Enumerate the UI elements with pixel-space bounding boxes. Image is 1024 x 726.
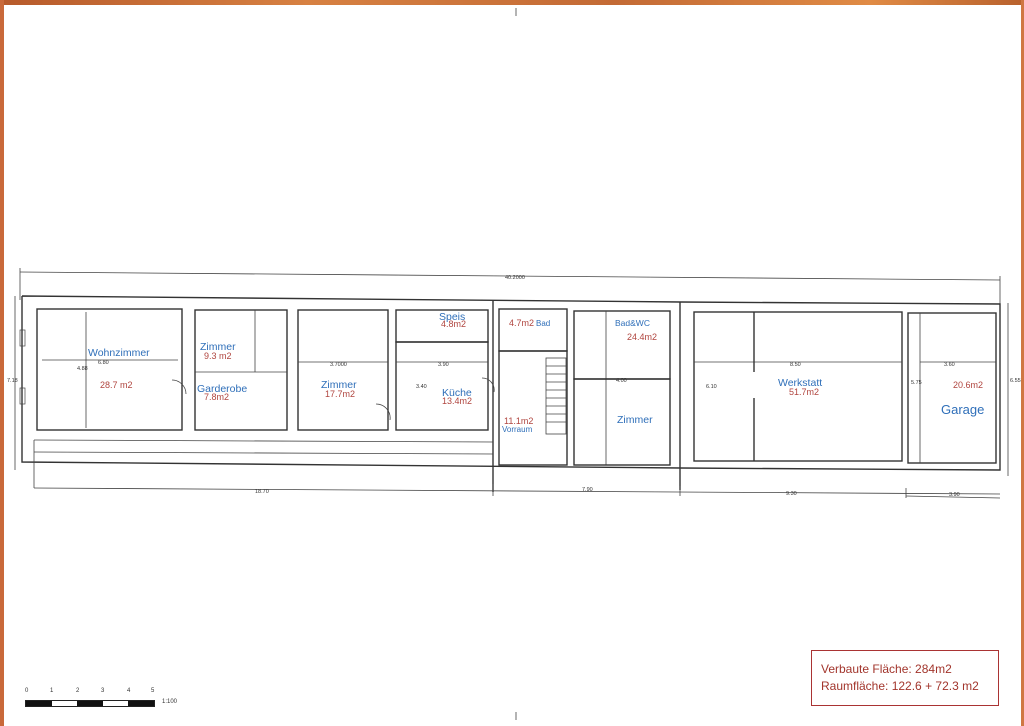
svg-text:4.88: 4.88 — [77, 366, 88, 372]
paper-edge-right — [1021, 0, 1024, 726]
svg-text:3.40: 3.40 — [416, 384, 427, 390]
badwc-name: Bad&WC — [615, 318, 650, 328]
zimmer1-name: Zimmer — [200, 341, 236, 353]
staircase — [545, 357, 567, 435]
kueche-area: 13.4m2 — [442, 396, 472, 406]
room-area-text: Raumfläche: 122.6 + 72.3 m2 — [821, 679, 979, 693]
room-vorraum: 11.1m2 Vorraum — [498, 350, 568, 466]
room-zimmer2: 3.7000 Zimmer 17.7m2 — [297, 309, 391, 431]
svg-text:6.10: 6.10 — [706, 384, 717, 390]
paper-edge-left — [0, 0, 4, 726]
paper-edge-top — [0, 0, 1024, 5]
seg-garage-label: 3.90 — [949, 492, 960, 498]
garage-name: Garage — [941, 402, 984, 417]
room-garderobe: Garderobe 7.8m2 — [171, 379, 247, 402]
built-area-text: Verbaute Fläche: 284m2 — [821, 662, 952, 676]
svg-text:5.75: 5.75 — [911, 380, 922, 386]
room-werkstatt: 8.50 6.10 Werkstatt 51.7m2 — [693, 311, 903, 462]
werkstatt-area: 51.7m2 — [789, 387, 819, 397]
depth-right-label: 6.55 — [1010, 378, 1021, 384]
badwc-area: 24.4m2 — [627, 332, 657, 342]
zimmer2-area: 17.7m2 — [325, 389, 355, 399]
svg-text:6.80: 6.80 — [98, 360, 109, 366]
garderobe-area: 7.8m2 — [204, 392, 229, 402]
wohnzimmer-area: 28.7 m2 — [100, 380, 133, 390]
svg-text:3.7000: 3.7000 — [330, 362, 347, 368]
speis-area: 4.8m2 — [441, 319, 466, 329]
svg-text:3.60: 3.60 — [944, 362, 955, 368]
wohnzimmer-name: Wohnzimmer — [88, 347, 150, 359]
overall-depth-label: 7.18 — [7, 378, 18, 384]
zimmer3-name: Zimmer — [617, 414, 653, 426]
bottom-dimension-chain: 18.70 7.90 9.30 3.90 — [33, 484, 1001, 499]
svg-text:8.50: 8.50 — [790, 362, 801, 368]
svg-text:3.90: 3.90 — [438, 362, 449, 368]
room-garage: 3.60 5.75 20.6m2 Garage — [907, 312, 997, 464]
room-bad: 4.7m2 Bad — [498, 308, 568, 352]
room-zimmer1: Zimmer 9.3 m2 — [194, 309, 288, 431]
room-badwc: Bad&WC 24.4m2 4.00 — [573, 310, 671, 465]
kueche-name: Küche — [442, 387, 472, 399]
building-outline — [21, 295, 1001, 492]
area-summary-box: Verbaute Fläche: 284m2 Raumfläche: 122.6… — [811, 650, 999, 706]
seg-middle-label: 7.90 — [582, 487, 593, 493]
room-zimmer3: Zimmer — [573, 378, 671, 466]
scale-ticks: 0 1 2 3 4 5 — [25, 688, 155, 694]
overall-length-label: 40.2000 — [505, 275, 525, 281]
overall-dimension-line: 40.2000 — [19, 268, 1001, 304]
zimmer1-area: 9.3 m2 — [204, 351, 232, 361]
bad-area: 4.7m2 — [509, 318, 534, 328]
garderobe-name: Garderobe — [197, 383, 247, 395]
garage-area: 20.6m2 — [953, 380, 983, 390]
zimmer2-name: Zimmer — [321, 379, 357, 391]
room-speis: Speis 4.8m2 — [395, 309, 489, 343]
room-wohnzimmer: 6.80 4.88 Wohnzimmer 28.7 m2 — [19, 308, 183, 431]
bad-name: Bad — [536, 319, 550, 328]
vorraum-area: 11.1m2 — [504, 416, 533, 426]
seg-living-label: 18.70 — [255, 489, 269, 495]
speis-name: Speis — [439, 311, 465, 323]
seg-werkstatt-label: 9.30 — [786, 491, 797, 497]
scale-bar: 0 1 2 3 4 5 1:100 — [22, 688, 177, 707]
room-kueche: 3.90 3.40 Küche 13.4m2 — [395, 341, 495, 431]
svg-text:4.00: 4.00 — [616, 378, 627, 384]
scale-segments — [25, 700, 155, 707]
scale-ratio: 1:100 — [162, 699, 178, 705]
vorraum-name: Vorraum — [502, 425, 533, 434]
werkstatt-name: Werkstatt — [778, 377, 822, 389]
